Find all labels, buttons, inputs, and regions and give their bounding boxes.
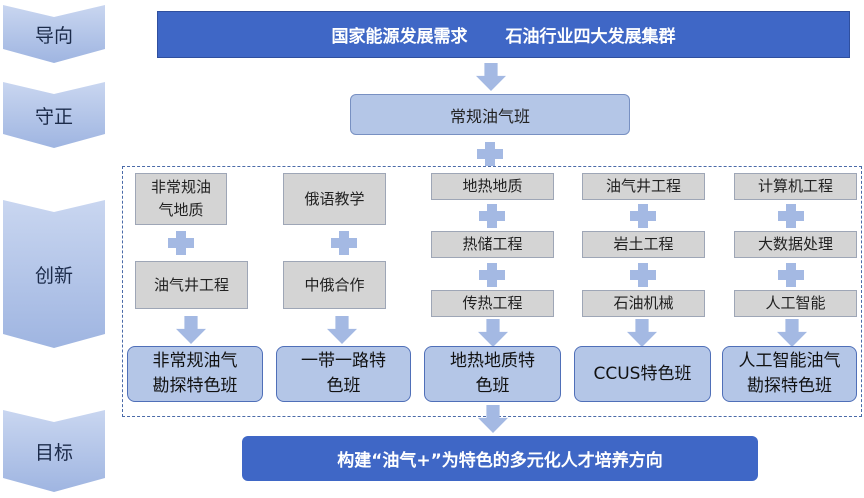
stage-label: 目标 <box>34 441 73 464</box>
step-box: 油气井工程 <box>135 261 248 309</box>
stage-innovation: 创新 <box>3 200 105 348</box>
result-box: 一带一路特 色班 <box>276 346 411 402</box>
step-box: 油气井工程 <box>582 173 705 200</box>
step-label: 大数据处理 <box>757 235 833 253</box>
step-label: 岩土工程 <box>613 235 674 253</box>
plus-icon <box>778 204 804 228</box>
plus-icon <box>630 263 656 287</box>
step-label: 油气井工程 <box>153 275 229 294</box>
step-label: 俄语教学 <box>304 189 365 208</box>
step-box: 计算机工程 <box>734 173 857 200</box>
result-box: 人工智能油气 勘探特色班 <box>722 346 857 402</box>
stage-uphold: 守正 <box>3 82 105 148</box>
stage-label: 守正 <box>34 105 73 128</box>
step-box: 中俄合作 <box>283 261 386 309</box>
result-box: CCUS特色班 <box>574 346 711 402</box>
plus-icon <box>630 204 656 228</box>
step-box: 地热地质 <box>431 173 554 200</box>
plus-icon <box>479 204 505 228</box>
stage-guidance: 导向 <box>3 5 105 63</box>
result-label: CCUS特色班 <box>593 363 692 384</box>
base-class-box: 常规油气班 <box>350 94 630 135</box>
step-label: 石油机械 <box>613 294 674 312</box>
base-class-label: 常规油气班 <box>449 106 530 126</box>
step-box: 传热工程 <box>431 290 554 317</box>
step-box: 岩土工程 <box>582 231 705 258</box>
step-label: 非常规油 气地质 <box>150 178 211 219</box>
step-box: 热储工程 <box>431 231 554 258</box>
step-box: 人工智能 <box>734 290 857 317</box>
goal-label: 构建“油气+”为特色的多元化人才培养方向 <box>337 451 663 471</box>
stage-label: 导向 <box>34 24 73 47</box>
step-label: 人工智能 <box>765 294 826 312</box>
goal-bar: 构建“油气+”为特色的多元化人才培养方向 <box>242 436 758 481</box>
top-bar: 国家能源发展需求 石油行业四大发展集群 <box>157 11 850 58</box>
result-label: 非常规油气 勘探特色班 <box>152 351 238 396</box>
step-box: 大数据处理 <box>734 231 857 258</box>
plus-icon <box>168 231 194 255</box>
step-box: 非常规油 气地质 <box>135 173 227 225</box>
top-bar-left: 国家能源发展需求 <box>331 27 468 47</box>
result-label: 一带一路特 色班 <box>301 351 386 396</box>
plus-icon <box>479 263 505 287</box>
result-box: 非常规油气 勘探特色班 <box>127 346 263 402</box>
step-label: 油气井工程 <box>605 177 681 195</box>
step-label: 传热工程 <box>462 294 523 312</box>
step-box: 俄语教学 <box>283 173 386 225</box>
top-bar-right: 石油行业四大发展集群 <box>505 27 676 47</box>
result-box: 地热地质特 色班 <box>424 346 561 402</box>
plus-icon <box>331 231 357 255</box>
down-arrow-icon <box>476 63 506 91</box>
result-label: 地热地质特 色班 <box>450 351 535 396</box>
step-label: 计算机工程 <box>757 177 833 195</box>
plus-icon <box>778 263 804 287</box>
result-label: 人工智能油气 勘探特色班 <box>738 351 841 396</box>
step-label: 热储工程 <box>462 235 523 253</box>
stage-label: 创新 <box>34 264 73 287</box>
step-box: 石油机械 <box>582 290 705 317</box>
plus-icon <box>477 142 503 166</box>
stage-goal: 目标 <box>3 410 105 492</box>
step-label: 地热地质 <box>462 177 523 195</box>
step-label: 中俄合作 <box>304 275 365 294</box>
